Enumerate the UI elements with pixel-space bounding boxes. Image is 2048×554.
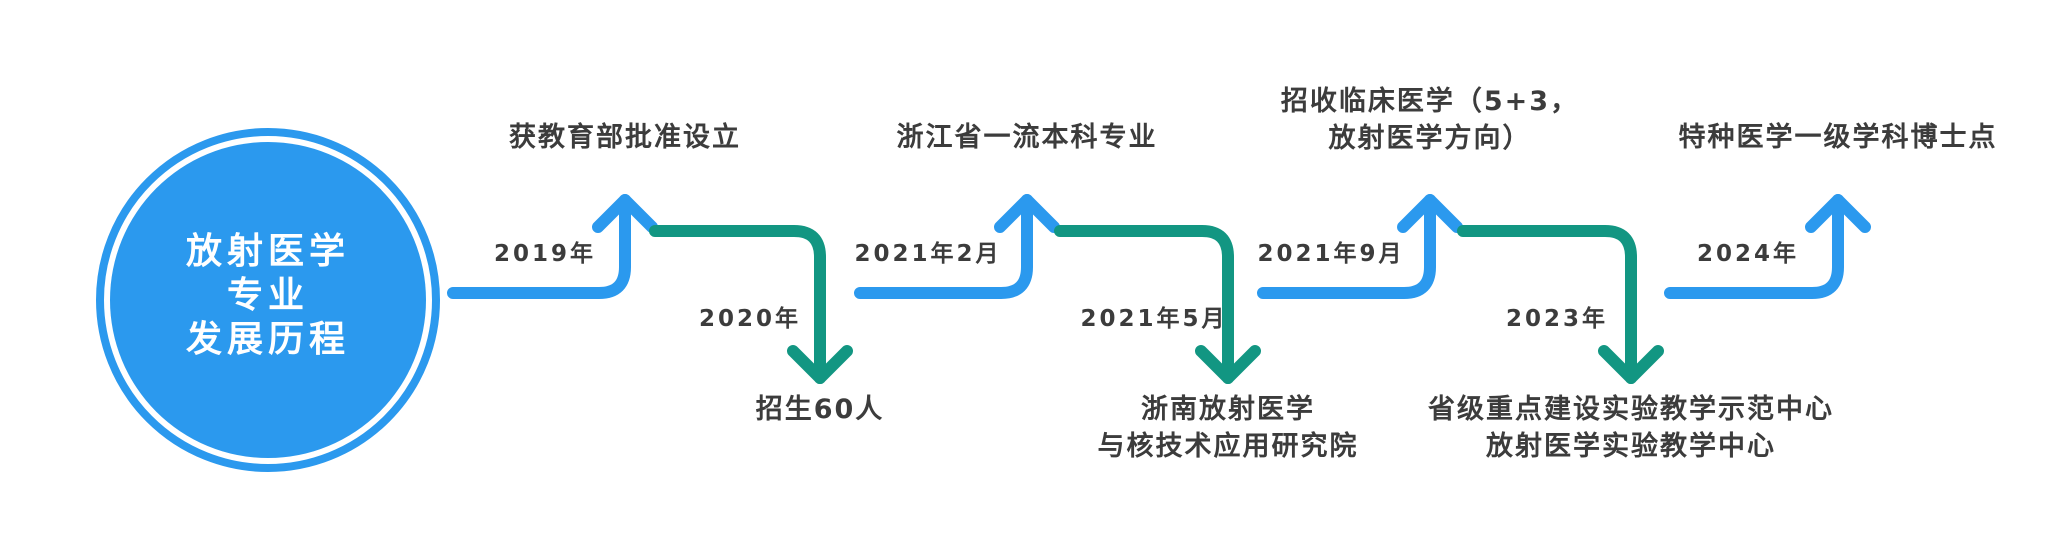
- title-circle-outer: [96, 128, 440, 472]
- milestone-arrow-line-7: [1664, 194, 1844, 299]
- milestone-event-1: 获教育部批准设立: [395, 119, 855, 156]
- milestone-arrowhead-2: [787, 345, 853, 384]
- milestone-arrow-line-2: [649, 225, 826, 384]
- milestone-event-3-line-1: 浙江省一流本科专业: [896, 122, 1158, 153]
- milestone-year-7: 2024年: [1696, 241, 1799, 267]
- milestone-event-3: 浙江省一流本科专业: [797, 119, 1257, 156]
- milestone-year-1: 2019年: [493, 241, 596, 267]
- milestone-year-5: 2021年9月: [1257, 241, 1405, 267]
- milestone-arrow-line-6: [1457, 225, 1637, 384]
- milestone-year-3: 2021年2月: [854, 241, 1002, 267]
- center-title-line-2: 专业: [226, 275, 309, 316]
- milestone-arrow-line-5: [1257, 194, 1436, 299]
- milestone-event-2-line-1: 招生60人: [755, 394, 885, 425]
- milestone-event-7-line-1: 特种医学一级学科博士点: [1678, 122, 1998, 153]
- milestone-event-6: 省级重点建设实验教学示范中心放射医学实验教学中心: [1401, 391, 1861, 465]
- milestone-arrow-line-1: [447, 194, 631, 299]
- title-circle: [110, 142, 426, 458]
- center-title-line-3: 发展历程: [185, 319, 350, 360]
- milestone-event-5-line-1: 招收临床医学（5+3，: [1280, 86, 1580, 117]
- milestone-event-5: 招收临床医学（5+3， 放射医学方向）: [1200, 83, 1660, 157]
- center-title: 放射医学 专业 发展历程: [168, 230, 368, 362]
- milestone-arrowhead-4: [1195, 345, 1261, 384]
- milestone-year-2: 2020年: [698, 306, 801, 332]
- milestone-event-4-line-2: 与核技术应用研究院: [1097, 431, 1359, 462]
- milestone-year-6: 2023年: [1505, 306, 1608, 332]
- milestone-event-6-line-2: 放射医学实验教学中心: [1486, 431, 1776, 462]
- milestone-arrowhead-7: [1805, 194, 1871, 233]
- milestone-arrowhead-6: [1598, 345, 1664, 384]
- milestone-arrow-line-4: [1054, 225, 1234, 384]
- milestone-event-5-line-2: 放射医学方向）: [1328, 123, 1532, 154]
- milestone-event-1-line-1: 获教育部批准设立: [509, 122, 741, 153]
- milestone-arrowhead-1: [592, 194, 658, 233]
- center-title-line-1: 放射医学: [185, 231, 350, 272]
- milestone-event-7: 特种医学一级学科博士点: [1608, 119, 2048, 156]
- milestone-event-4: 浙南放射医学与核技术应用研究院: [998, 391, 1458, 465]
- milestone-arrowhead-5: [1397, 194, 1463, 233]
- milestone-event-6-line-1: 省级重点建设实验教学示范中心: [1428, 394, 1834, 425]
- milestone-event-2: 招生60人: [590, 391, 1050, 428]
- milestone-year-4: 2021年5月: [1080, 306, 1228, 332]
- milestone-event-4-line-1: 浙南放射医学: [1141, 394, 1315, 425]
- milestone-arrow-line-3: [854, 194, 1033, 299]
- milestone-arrowhead-3: [994, 194, 1060, 233]
